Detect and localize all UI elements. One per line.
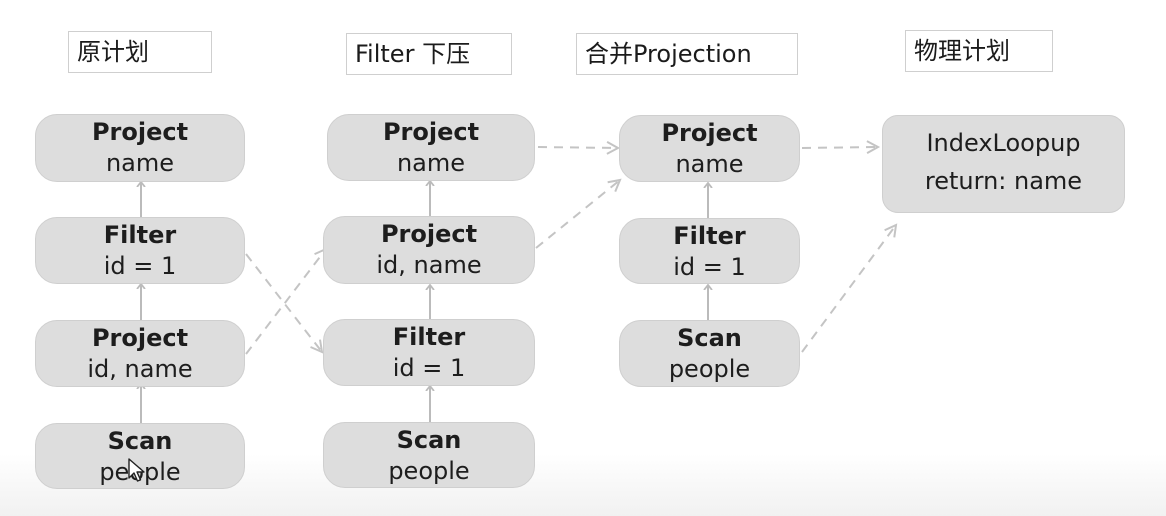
node-arg-label: id, name [376,251,482,279]
node-merged-filter[interactable]: Filter id = 1 [619,218,800,284]
node-arg-label: id, name [87,355,193,383]
node-op-label: Project [380,220,478,248]
node-op-label: Filter [392,323,466,351]
node-op-label: Project [91,324,189,352]
column-title-merge-projection: 合并Projection [576,33,798,75]
node-arg-label: name [675,150,744,178]
node-op-label: Scan [677,324,742,352]
node-op-label: Scan [107,427,173,455]
node-arg-label: id = 1 [392,354,466,382]
node-original-filter[interactable]: Filter id = 1 [35,217,245,284]
node-op-label: Project [382,118,480,146]
column-title-original-plan: 原计划 [68,31,212,73]
node-original-project-id-name[interactable]: Project id, name [35,320,245,387]
node-physical-index-lookup[interactable]: IndexLoopup return: name [882,115,1125,213]
node-original-project-name[interactable]: Project name [35,114,245,182]
link-project-to-pushed-project [245,247,328,355]
node-arg-label: id = 1 [673,253,746,281]
node-merged-scan[interactable]: Scan people [619,320,800,387]
link-scan-to-physical [801,223,898,353]
column-title-filter-pushdown: Filter 下压 [346,33,512,75]
node-pushdown-project-id-name[interactable]: Project id, name [323,216,535,284]
link-project-idname-to-merged [535,178,622,249]
link-merged-project-to-physical [801,140,881,155]
node-op-label: Filter [103,221,177,249]
node-pushdown-project-name[interactable]: Project name [327,114,535,181]
node-arg-label: id = 1 [103,252,177,280]
node-arg-label: name [396,149,466,177]
node-arg-label: people [388,457,470,485]
node-pushdown-scan[interactable]: Scan people [323,422,535,488]
node-op-label: Project [91,118,189,146]
node-physical-line2: return: name [924,167,1083,195]
node-op-label: Scan [396,426,462,454]
node-arg-label: people [668,355,751,383]
node-merged-project-name[interactable]: Project name [619,115,800,182]
node-pushdown-filter[interactable]: Filter id = 1 [323,319,535,386]
node-physical-line1: IndexLoopup [926,129,1081,157]
link-project-name-to-merged [537,140,621,155]
node-op-label: Project [661,119,758,147]
node-arg-label: name [105,149,175,177]
mouse-pointer-icon [128,458,145,482]
column-title-physical-plan: 物理计划 [905,30,1053,72]
link-filter-to-pushed-filter [245,253,324,354]
node-op-label: Filter [673,222,746,250]
